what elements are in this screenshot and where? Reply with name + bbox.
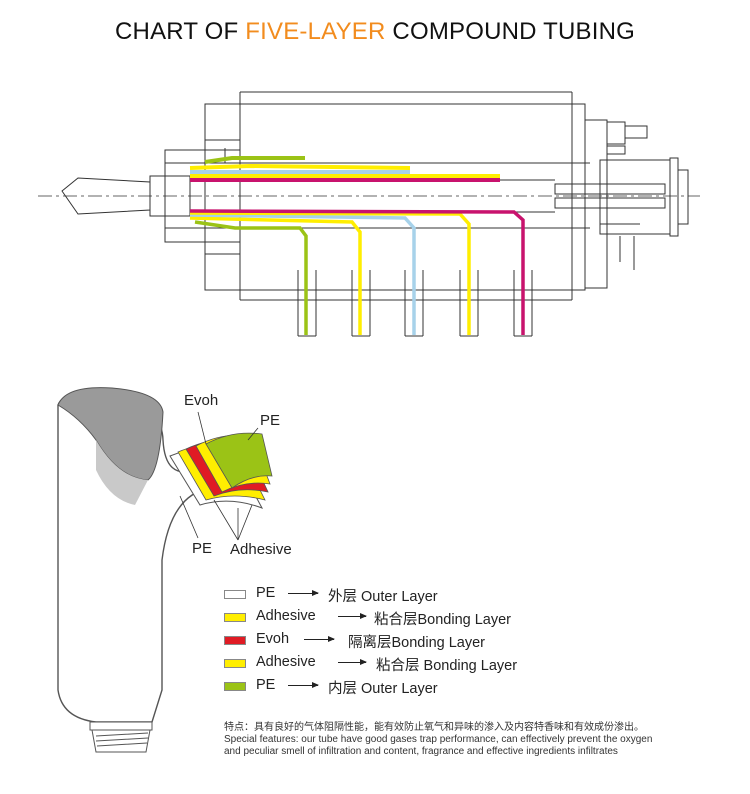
legend-name: PE [256, 677, 276, 693]
legend-name: PE [256, 585, 276, 601]
legend-name: Evoh [256, 631, 290, 647]
leader-lines [179, 411, 259, 541]
channel-inner-pe-bottom [194, 220, 308, 335]
legend-name: Adhesive [256, 608, 316, 624]
legend-row: Evoh 隔离层Bonding Layer [224, 631, 584, 654]
channel-blue-bottom [189, 213, 416, 335]
legend-swatch [224, 636, 246, 645]
tube-neck [89, 721, 153, 731]
tube-opening [57, 387, 164, 481]
legend-swatch [224, 613, 246, 622]
title-accent: FIVE-LAYER [245, 18, 386, 45]
legend-row: PE 内层 Outer Layer [224, 677, 584, 700]
channel-adhesive-top [189, 163, 411, 170]
label-evoh: Evoh [184, 392, 219, 409]
channel-adhesive-bottom [189, 216, 362, 335]
channel-magenta-bottom [189, 209, 525, 335]
layer-pe-inner [205, 432, 273, 489]
extruder-die [61, 91, 689, 337]
tube-illustration [57, 387, 273, 753]
features-en-1: Special features: our tube have good gas… [224, 734, 653, 745]
legend-arrow [338, 613, 367, 619]
legend-swatch [224, 590, 246, 599]
features-cn: 特点：具有良好的气体阻隔性能，能有效防止氧气和异味的渗入及内容特香味和有效成份渗… [224, 722, 644, 733]
channel-inner-pe-top [204, 156, 305, 164]
label-pe-top: PE [260, 412, 281, 429]
legend-row: Adhesive 粘合层Bonding Layer [224, 608, 584, 631]
legend-name: Adhesive [256, 654, 316, 670]
legend-arrow [288, 590, 319, 596]
legend-row: Adhesive 粘合层 Bonding Layer [224, 654, 584, 677]
flow-channels-top [189, 156, 500, 182]
page-title: CHART OF FIVE-LAYER COMPOUND TUBING [0, 18, 750, 46]
features-en-2: and peculiar smell of infiltration and c… [224, 746, 618, 757]
die-right-plate [584, 119, 608, 289]
layer-legend: PE 外层 Outer Layer Adhesive 粘合层Bonding La… [224, 585, 584, 700]
channel-adhesive2-bottom [189, 211, 471, 335]
legend-swatch [224, 659, 246, 668]
title-part1: CHART OF [115, 18, 246, 45]
die-outer-body [204, 103, 586, 291]
legend-arrow [288, 682, 319, 688]
special-features: 特点：具有良好的气体阻隔性能，能有效防止氧气和异味的渗入及内容特香味和有效成份渗… [224, 722, 744, 758]
die-right-housing [599, 159, 671, 235]
legend-row: PE 外层 Outer Layer [224, 585, 584, 608]
legend-arrow [304, 636, 335, 642]
label-pe-bottom: PE [192, 540, 213, 557]
legend-swatch [224, 682, 246, 691]
legend-desc: 粘合层Bonding Layer [374, 612, 512, 628]
legend-arrow [338, 659, 367, 665]
legend-desc: 隔离层Bonding Layer [348, 635, 486, 651]
flow-channels-bottom [189, 209, 525, 335]
label-adhesive: Adhesive [230, 541, 292, 558]
legend-desc: 粘合层 Bonding Layer [376, 658, 518, 674]
legend-desc: 外层 Outer Layer [328, 589, 438, 605]
legend-desc: 内层 Outer Layer [328, 681, 438, 697]
title-part2: COMPOUND TUBING [385, 18, 635, 45]
